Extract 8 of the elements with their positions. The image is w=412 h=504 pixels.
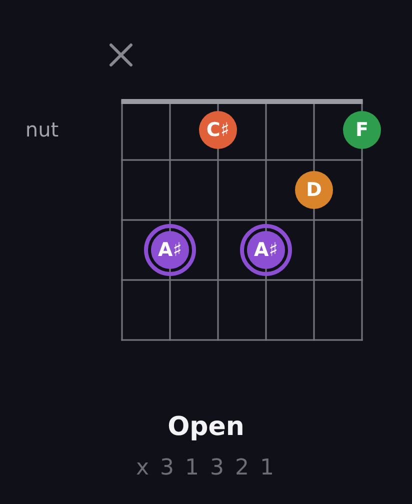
note-dot: F [343,111,381,149]
root-note-dot: A♯ [240,224,292,276]
nut-label: nut [25,118,59,142]
root-note-dot: A♯ [144,224,196,276]
note-dot: C♯ [199,111,237,149]
fingering-numbers: x 3 1 3 2 1 [136,455,276,481]
note-dot: D [295,171,333,209]
chord-name-title: Open [168,413,244,443]
